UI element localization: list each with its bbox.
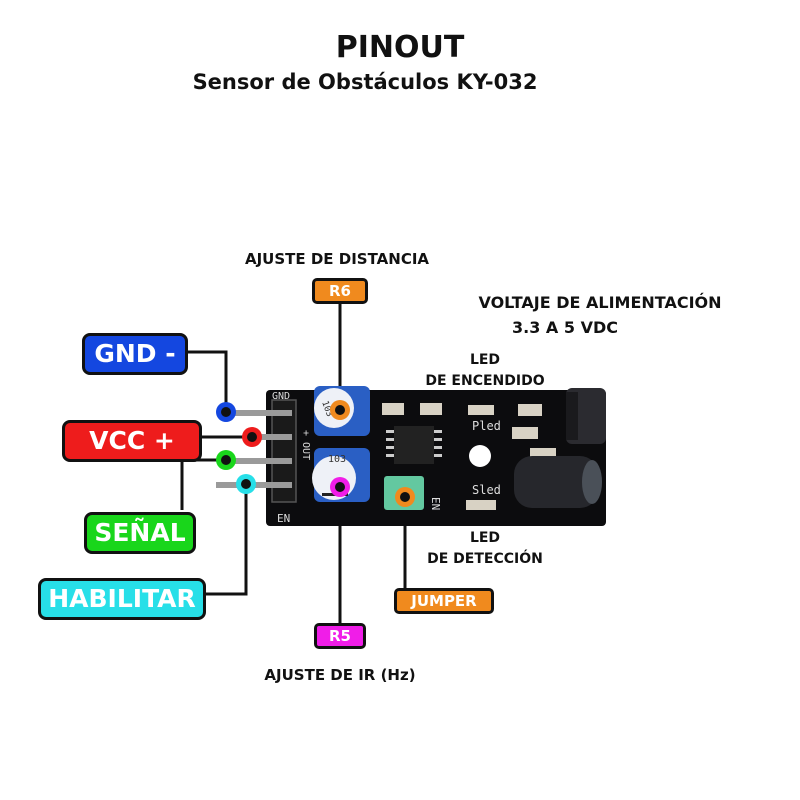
- led-detect-caption-line1: LED: [469, 530, 501, 546]
- enable-pin-label: HABILITAR: [38, 578, 206, 620]
- r6-tag: R6: [312, 278, 368, 304]
- smd-resistor: [420, 403, 442, 415]
- jumper-tag: JUMPER: [394, 588, 494, 614]
- silk-gnd: GND: [272, 391, 290, 402]
- enable-connector-line: [205, 484, 248, 596]
- power-caption-line1: VOLTAJE DE ALIMENTACIÓN: [478, 293, 722, 312]
- gnd-connector-line: [186, 350, 228, 410]
- smd-resistor: [518, 404, 542, 416]
- silk-out: + OUT: [300, 430, 311, 460]
- pin-markers: [216, 402, 262, 494]
- power-caption-line2: 3.3 A 5 VDC: [512, 318, 618, 337]
- header-pins: [216, 399, 297, 503]
- smd-resistor: [512, 427, 538, 439]
- smd-resistor: [382, 403, 404, 415]
- r6-caption: AJUSTE DE DISTANCIA: [244, 250, 430, 268]
- ic-chip: [394, 426, 434, 464]
- led-power: [468, 405, 494, 415]
- silk-pled: Pled: [472, 419, 501, 433]
- led-detect-caption-line2: DE DETECCIÓN: [427, 551, 543, 567]
- svg-text:103: 103: [328, 454, 346, 465]
- silk-sled: Sled: [472, 483, 501, 497]
- led-detect: [466, 500, 496, 510]
- page-title: PINOUT: [335, 30, 465, 65]
- led-power-caption-line2: DE ENCENDIDO: [425, 373, 545, 389]
- pin-gnd: [230, 410, 292, 416]
- r5-caption: AJUSTE DE IR (Hz): [264, 666, 416, 684]
- gnd-pin-label: GND -: [82, 333, 188, 375]
- signal-pin-label: SEÑAL: [84, 512, 196, 554]
- r5-tag: R5: [314, 623, 366, 649]
- pin-out: [230, 458, 292, 464]
- ir-emitter: [514, 456, 598, 508]
- silk-en: EN: [277, 512, 290, 525]
- silk-jumper: EN: [429, 497, 442, 510]
- led-power-caption-line1: LED: [469, 352, 501, 368]
- pin-vcc: [256, 434, 292, 440]
- vcc-pin-label: VCC +: [62, 420, 202, 462]
- page-subtitle: Sensor de Obstáculos KY-032: [192, 70, 538, 94]
- mounting-hole: [469, 445, 491, 467]
